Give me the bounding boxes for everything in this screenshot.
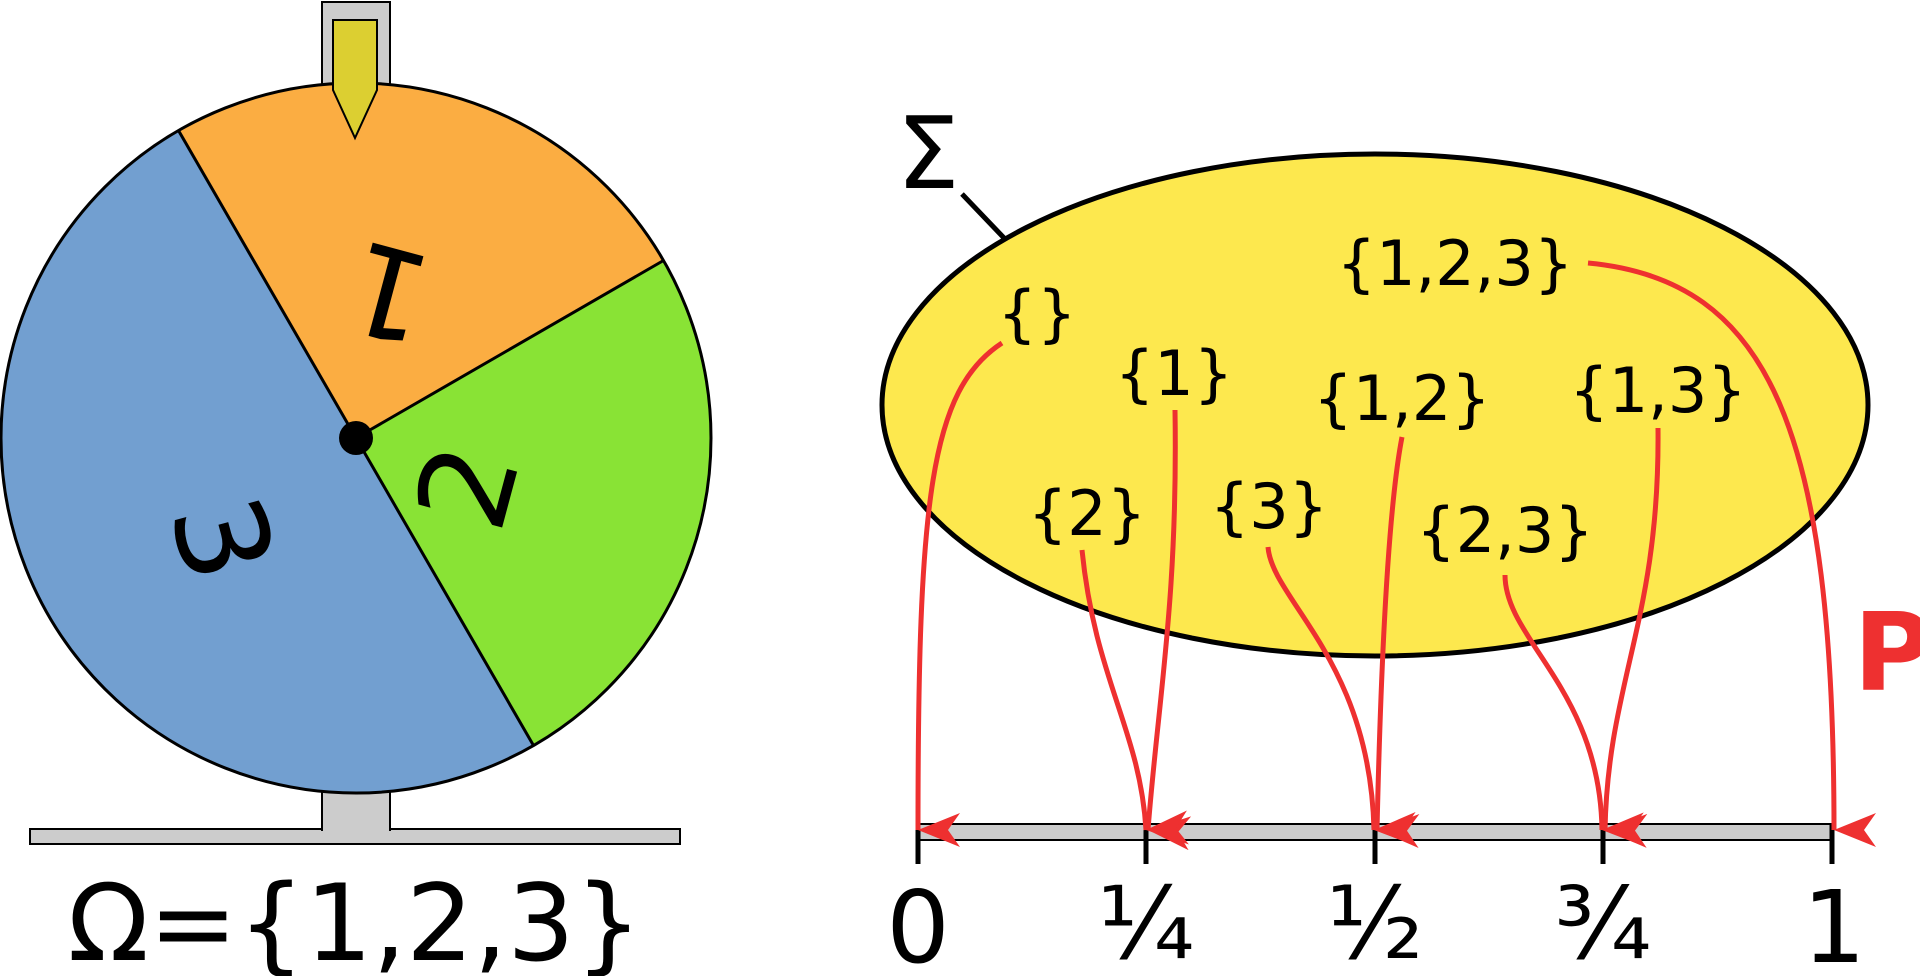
event-1-2-3: {1,2,3}: [1337, 227, 1574, 300]
wheel-sector-1: [178, 82, 664, 439]
arrow-empty-to-0: [915, 340, 1004, 848]
event-3: {3}: [1210, 470, 1328, 543]
event-1-2: {1,2}: [1313, 362, 1491, 435]
spinner-wheel: 1 2 3: [0, 1, 713, 845]
event-2: {2}: [1028, 477, 1146, 550]
arrow-2-3-to-three-quarters: [1502, 574, 1645, 847]
tick-label-1: 1: [1802, 869, 1866, 976]
wheel-sector-3: [1, 130, 534, 793]
arrow-1-to-quarter: [1145, 409, 1192, 851]
wheel-hub: [339, 421, 373, 455]
sigma-algebra: Σ {} {1} {2} {3} {1,2} {1,3} {2,3} {1,2,…: [879, 95, 1871, 659]
tick-label-quarter: ¼: [1098, 865, 1195, 976]
arrow-1-2-3-to-1: [1587, 260, 1877, 847]
arrow-3-to-half: [1265, 546, 1417, 846]
arrow-2-to-quarter: [1079, 549, 1189, 845]
sigma-ellipse: [879, 151, 1871, 659]
event-1-3: {1,3}: [1569, 354, 1747, 427]
sector-divider: [355, 259, 665, 440]
sector-divider: [354, 437, 535, 747]
probability-symbol: P: [1853, 591, 1920, 716]
wheel-base-joint: [323, 827, 389, 832]
arrow-1-3-to-three-quarters: [1602, 427, 1661, 848]
sigma-symbol: Σ: [896, 95, 959, 212]
arrow-1-2-to-half: [1374, 436, 1420, 848]
probability-axis: 0 ¼ ½ ¾ 1: [886, 823, 1866, 976]
wheel-pointer: [332, 19, 378, 141]
tick-label-0: 0: [886, 869, 950, 976]
event-1: {1}: [1115, 337, 1233, 410]
omega-label: Ω={1,2,3}: [68, 862, 642, 976]
tick-label-half: ½: [1327, 865, 1424, 976]
tick-label-three-quarters: ¾: [1555, 865, 1652, 976]
event-2-3: {2,3}: [1416, 494, 1594, 567]
event-empty: {}: [998, 277, 1077, 350]
wheel-sector-2: [356, 260, 712, 746]
sigma-pointer-line: [960, 192, 1007, 241]
probability-mapping-arrows: [915, 260, 1877, 851]
sector-divider: [177, 129, 358, 439]
